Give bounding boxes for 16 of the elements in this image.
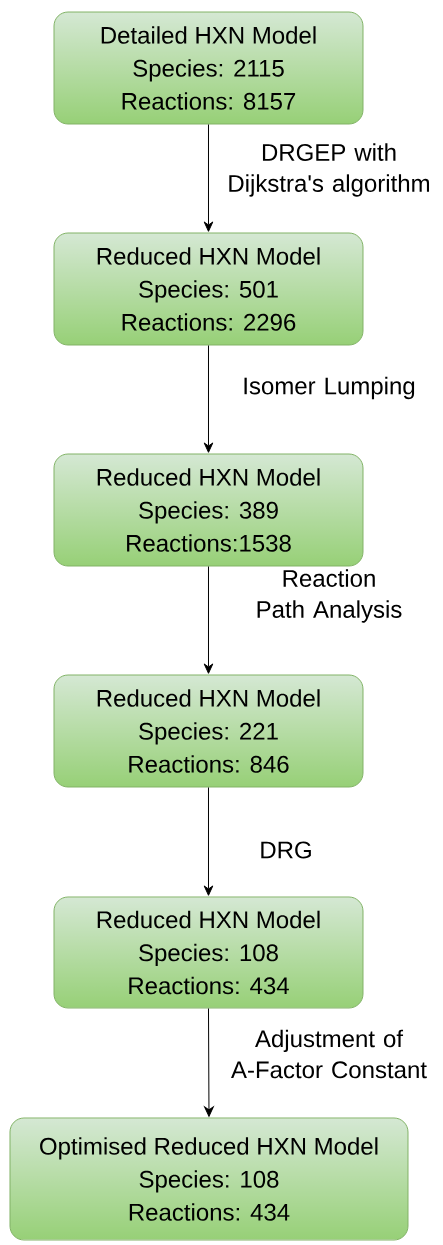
model-box: Detailed HXN Model Species: 2115 Reactions: 8157: [53, 11, 364, 125]
arrow: [203, 566, 214, 674]
edge-label: DRGEP with Dijkstra's algorithm: [229, 143, 429, 197]
arrow: [203, 787, 214, 896]
arrow: [203, 124, 214, 232]
model-box: Reduced HXN Model Species: 501 Reactions: 2296: [53, 232, 364, 346]
model-box: Reduced HXN Model Species: 108 Reactions: 434: [53, 896, 364, 1009]
arrow: [203, 345, 214, 453]
edge-label: Isomer Lumping: [244, 376, 415, 400]
edge-label: DRG: [261, 841, 311, 859]
model-box: Reduced HXN Model Species: 389 Reactions:1538: [53, 453, 364, 567]
arrow: [204, 1008, 214, 1117]
edge-label: Reaction Path Analysis: [257, 569, 402, 623]
model-box: Optimised Reduced HXN Model Species: 108 Reactions: 434: [9, 1117, 409, 1241]
edge-label: Adjustment of A-Factor Constant: [231, 1029, 427, 1079]
model-box: Reduced HXN Model Species: 221 Reactions: 846: [53, 674, 364, 788]
